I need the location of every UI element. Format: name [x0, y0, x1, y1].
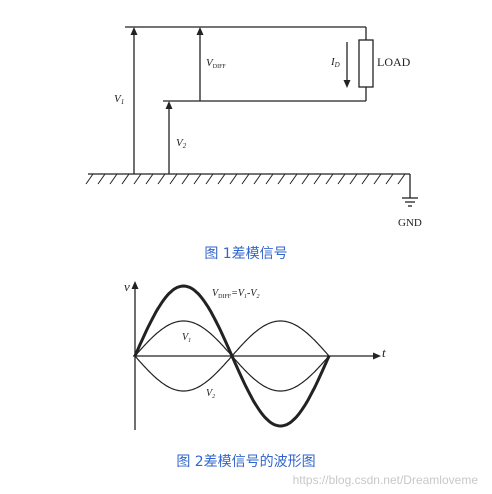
vdiff-label: VDIFF	[206, 57, 226, 70]
hatch-mark	[133, 173, 142, 185]
ground-hatching	[85, 173, 406, 185]
hatch-mark	[97, 173, 106, 185]
hatch-mark	[217, 173, 226, 185]
load-resistor	[358, 39, 374, 88]
hatch-mark	[313, 173, 322, 185]
v1-arrowhead	[130, 27, 138, 35]
figure-1-caption: 图 1差模信号	[204, 246, 288, 262]
hatch-mark	[145, 173, 154, 185]
gnd-label: GND	[398, 217, 422, 229]
v2-arrowhead	[165, 101, 173, 109]
v2-wave-label: V2	[206, 388, 215, 400]
hatch-mark	[157, 173, 166, 185]
hatch-mark	[169, 173, 178, 185]
v-axis-label: v	[124, 279, 130, 294]
hatch-mark	[349, 173, 358, 185]
v1-wave-label: V1	[182, 332, 191, 344]
t-axis-label: t	[382, 345, 386, 360]
load-label: LOAD	[377, 55, 411, 69]
watermark: https://blog.csdn.net/Dreamloveme	[292, 473, 478, 487]
hatch-mark	[241, 173, 250, 185]
id-label: ID	[330, 56, 340, 69]
hatch-mark	[277, 173, 286, 185]
v2-label: V2	[176, 137, 187, 150]
figure-2-caption: 图 2差模信号的波形图	[176, 454, 316, 470]
hatch-mark	[205, 173, 214, 185]
x-axis-arrowhead	[373, 352, 381, 360]
hatch-mark	[253, 173, 262, 185]
vdiff-waveform	[133, 284, 331, 428]
hatch-mark	[385, 173, 394, 185]
v1-label: V1	[114, 93, 124, 106]
y-axis-arrowhead	[131, 281, 139, 289]
hatch-mark	[361, 173, 370, 185]
hatch-mark	[289, 173, 298, 185]
hatch-mark	[229, 173, 238, 185]
hatch-mark	[325, 173, 334, 185]
hatch-mark	[193, 173, 202, 185]
hatch-mark	[181, 173, 190, 185]
id-arrowhead	[343, 80, 351, 88]
hatch-mark	[109, 173, 118, 185]
vdiff-formula-label: VDIFF=V1-V2	[212, 288, 259, 300]
hatch-mark	[301, 173, 310, 185]
hatch-mark	[337, 173, 346, 185]
hatch-mark	[373, 173, 382, 185]
hatch-mark	[265, 173, 274, 185]
vdiff-arrowhead	[196, 27, 204, 35]
hatch-mark	[397, 173, 406, 185]
hatch-mark	[85, 173, 94, 185]
hatch-mark	[121, 173, 130, 185]
